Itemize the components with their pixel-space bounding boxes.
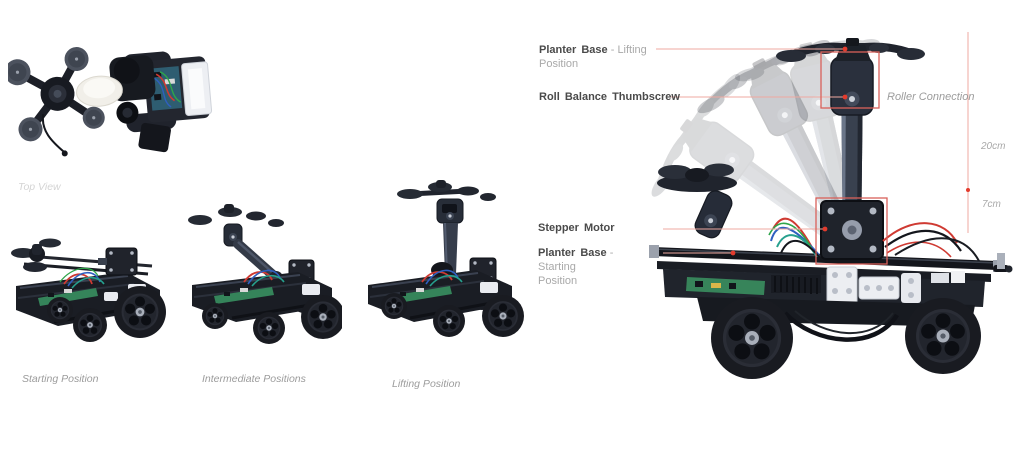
wheel: [73, 308, 107, 342]
callout-planter-base-starting: Planter Base - Starting Position: [538, 246, 650, 288]
caption-intermediate-positions: Intermediate Positions: [202, 373, 306, 385]
photo-lifting-sequence: [645, 15, 1013, 379]
white-bracket: [480, 282, 498, 293]
callout-bold-text: Planter Base: [539, 44, 608, 56]
wheel: [482, 295, 524, 337]
wires: [59, 267, 105, 289]
wheel: [253, 312, 285, 344]
callout-bold-text: Stepper Motor: [538, 222, 615, 234]
planter-base-raised: [188, 204, 284, 227]
white-bracket: [901, 273, 921, 303]
stepper-motor-block: [98, 247, 138, 276]
wires: [243, 269, 285, 287]
wheel: [381, 293, 407, 319]
wheel: [47, 297, 73, 323]
wheel: [433, 305, 465, 337]
wires: [154, 71, 182, 108]
dimension-label-upper: 20cm: [981, 141, 1006, 152]
wheel: [905, 298, 981, 374]
callout-light-text: Position: [539, 58, 579, 70]
photo-top-view: [8, 47, 213, 157]
photo-starting-position: [11, 238, 166, 342]
pcb: [390, 286, 452, 304]
photo-intermediate-positions: [188, 204, 342, 344]
motor-block: [138, 122, 171, 153]
callout-planter-base-lifting: Planter Base - Lifting Position: [539, 43, 651, 71]
dimension-label-lower: 7cm: [982, 199, 1001, 210]
callout-stepper-motor: Stepper Motor: [538, 221, 708, 235]
wheel: [711, 297, 793, 379]
callout-bold-text: Planter Base: [538, 247, 607, 259]
caption-lifting-position: Lifting Position: [392, 378, 461, 390]
planter-base-lifted: [397, 180, 496, 201]
callout-light-text: Position: [538, 275, 578, 287]
roller-joint: [436, 198, 464, 224]
callout-bold-text: Roll Balance Thumbscrew: [539, 91, 680, 103]
pcb: [686, 277, 765, 295]
cable: [783, 311, 899, 342]
callout-light-text: - Lifting: [610, 44, 647, 56]
top-view-robot: [8, 47, 213, 157]
cable: [41, 113, 66, 154]
stepper-motor-photo: [820, 200, 884, 260]
photo-lifting-position: [368, 180, 524, 337]
wires: [421, 269, 463, 287]
caption-starting-position: Starting Position: [22, 373, 99, 385]
pcb: [214, 287, 274, 304]
caption-top-view: Top View: [18, 181, 61, 193]
wheel: [202, 303, 228, 329]
planter-base-starting-photo: [657, 163, 737, 239]
wheel: [114, 286, 166, 338]
planter-base-top: [8, 47, 105, 142]
label-roller-connection: Roller Connection: [887, 91, 975, 103]
callout-roll-balance-thumbscrew: Roll Balance Thumbscrew: [539, 90, 709, 104]
callout-light-text: - Starting: [538, 247, 614, 273]
planter-base-flat: [11, 238, 61, 272]
white-bracket: [302, 284, 320, 295]
